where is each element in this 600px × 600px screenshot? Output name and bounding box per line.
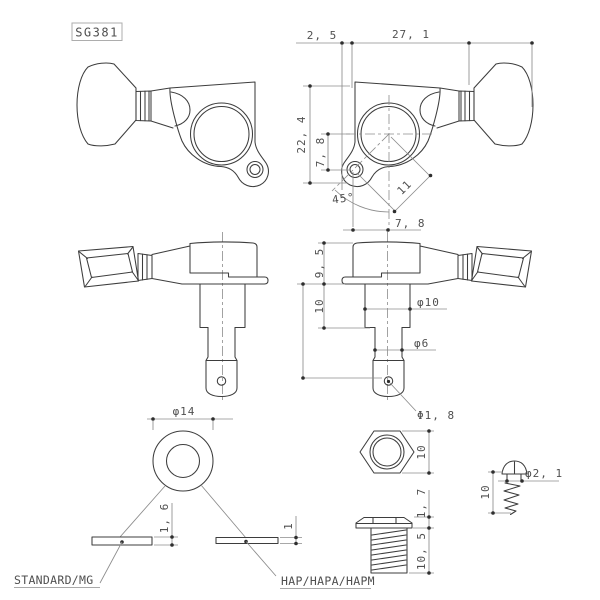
dim-washer-thickness-hap: 1 [282, 522, 295, 530]
dim-screw-hole-drop: 7, 8 [314, 137, 327, 168]
washer-detail: φ14 1, 6 1 STANDARD/MG HAP/HAPA/HAPM [14, 405, 375, 589]
dim-post-dia: φ6 [414, 337, 429, 350]
tuner-side-view-left [76, 62, 269, 188]
dim-bushing-thread-length: 10, 5 [415, 532, 428, 570]
label-standard-mg: STANDARD/MG [14, 573, 93, 587]
tuner-front-view-left [77, 231, 269, 403]
dim-screw-length: 10 [479, 484, 492, 499]
dim-shank-length: 10 [313, 298, 326, 313]
model-label-box: SG381 [71, 22, 123, 41]
dim-string-hole-dia: Φ1, 8 [417, 409, 455, 422]
dim-nut-across-flats: 10 [415, 444, 428, 459]
screw-detail: φ2, 1 10 [479, 460, 563, 516]
label-hap-hapa-hapm: HAP/HAPA/HAPM [281, 574, 375, 588]
model-label: SG381 [75, 26, 119, 40]
dim-washer-thickness-standard: 1, 6 [158, 503, 171, 534]
dim-bushing-head-height: 1, 7 [415, 488, 428, 519]
dim-height: 22, 4 [295, 115, 308, 153]
tuner-front-view-dimensioned: 9, 5 10 φ10 φ6 Φ1, 8 [297, 231, 533, 422]
tuner-side-view-dimensioned: 2, 5 27, 1 22, 4 7, 8 45° 11 7, 8 [295, 28, 534, 232]
dim-plate-offset: 2, 5 [307, 29, 338, 42]
dim-washer-outer-dia: φ14 [173, 405, 196, 418]
dim-housing-height: 9, 5 [313, 248, 326, 279]
dim-width: 27, 1 [392, 28, 430, 41]
dim-shank-dia: φ10 [417, 296, 440, 309]
dim-screw-hole-angle: 45° [331, 191, 355, 207]
nut-bushing-detail: 10 1, 7 10, 5 [355, 429, 434, 575]
dim-screw-hole-offset: 7, 8 [395, 217, 426, 230]
dim-screw-dia: φ2, 1 [525, 467, 563, 480]
